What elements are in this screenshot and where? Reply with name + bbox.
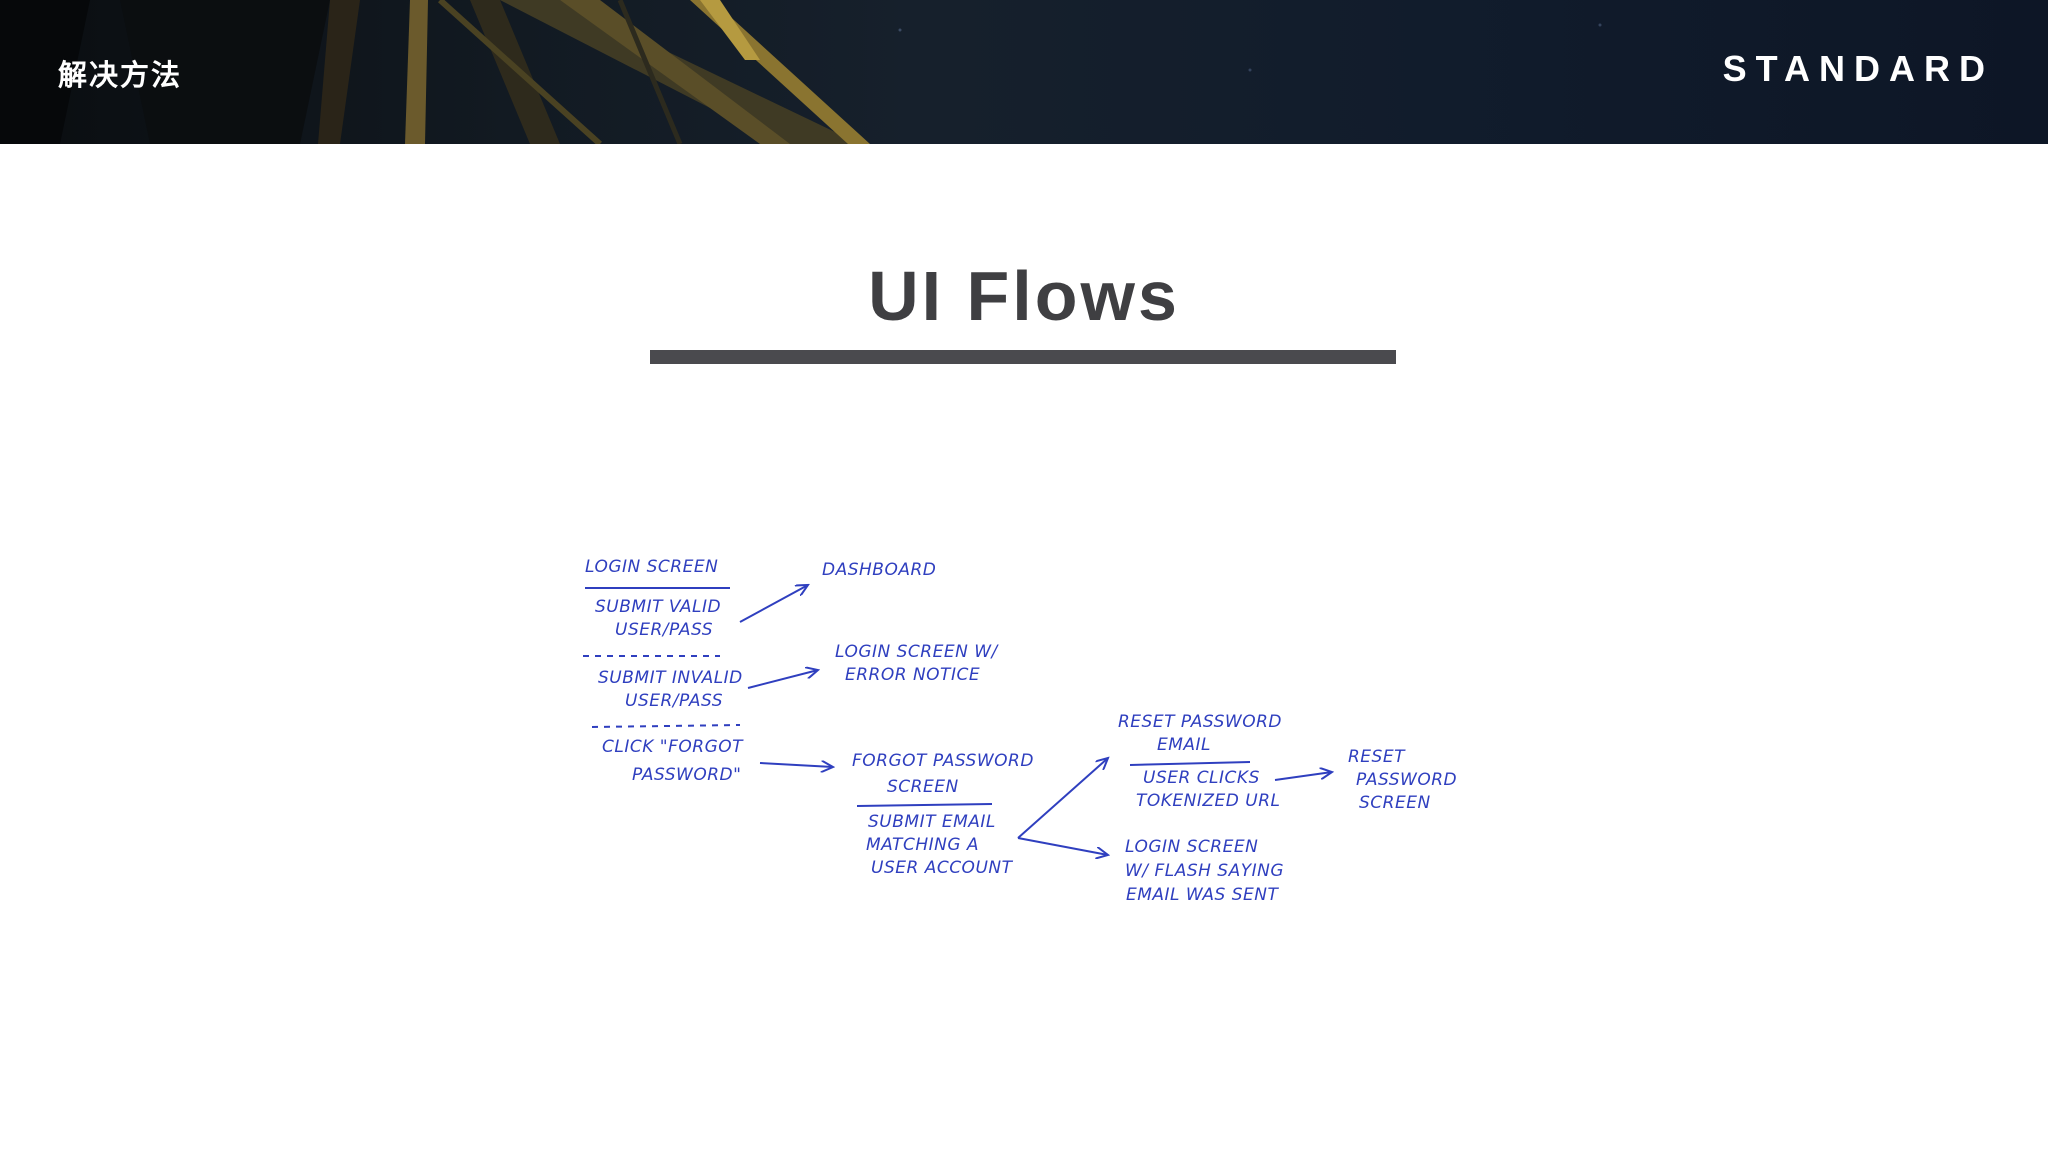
flow-arrow-to-forgot-password [759,763,833,767]
flow-reset-email-action-line-2: TOKENIZED URL [1136,791,1281,811]
flow-reset-email-title-line-1: RESET PASSWORD [1118,712,1282,732]
flow-login-action-3-line-1: CLICK "FORGOT [602,737,744,757]
flow-reset-email-action-line-1: USER CLICKS [1143,768,1260,788]
flow-forgot-password-action-line-1: SUBMIT EMAIL [868,812,996,832]
flow-forgot-password-rule [856,803,993,807]
flow-login-action-3-line-2: PASSWORD" [632,765,741,785]
flow-login-divider-2 [591,724,741,728]
flow-login-error-line-1: LOGIN SCREEN W/ [835,642,1000,662]
flow-dashboard: DASHBOARD [822,560,936,580]
flow-login-error-line-2: ERROR NOTICE [845,665,980,685]
ui-flow-sketch: LOGIN SCREEN SUBMIT VALID USER/PASS SUBM… [583,557,1457,905]
flow-login-flash-line-2: W/ FLASH SAYING [1125,861,1284,881]
flow-reset-screen-line-1: RESET [1348,747,1406,767]
flow-login-action-1-line-1: SUBMIT VALID [595,597,721,617]
flow-arrow-to-reset-email [1017,758,1108,839]
flow-login-action-1-line-2: USER/PASS [615,620,713,640]
slide-title: UI Flows [868,257,1180,335]
flow-forgot-password-title-line-1: FORGOT PASSWORD [852,751,1034,771]
flow-arrow-to-login-flash [1017,837,1108,855]
flow-login-action-2-line-2: USER/PASS [625,691,723,711]
flow-reset-email-rule [1129,761,1251,766]
flow-forgot-password-action-line-2: MATCHING A [866,835,979,855]
flow-forgot-password-action-line-3: USER ACCOUNT [871,858,1014,878]
header-banner: 解决方法 STANDARD [0,0,2048,144]
flow-arrow-to-reset-screen [1274,772,1332,781]
flow-arrow-to-dashboard [739,585,808,623]
flow-login-flash-line-3: EMAIL WAS SENT [1126,885,1279,905]
flow-login-action-2-line-1: SUBMIT INVALID [598,668,743,688]
title-underline [650,350,1396,364]
flow-forgot-password-title-line-2: SCREEN [887,777,959,797]
header-background-photo [0,0,1602,144]
flow-reset-screen-line-2: PASSWORD [1356,770,1457,790]
flow-reset-email-title-line-2: EMAIL [1157,735,1211,755]
flow-login-screen-title: LOGIN SCREEN [585,557,718,577]
flow-reset-screen-line-3: SCREEN [1359,793,1431,813]
brand-logo: STANDARD [1722,48,1994,89]
section-label: 解决方法 [58,58,183,92]
flow-arrow-to-login-error [747,670,818,689]
flow-login-flash-line-1: LOGIN SCREEN [1125,837,1258,857]
